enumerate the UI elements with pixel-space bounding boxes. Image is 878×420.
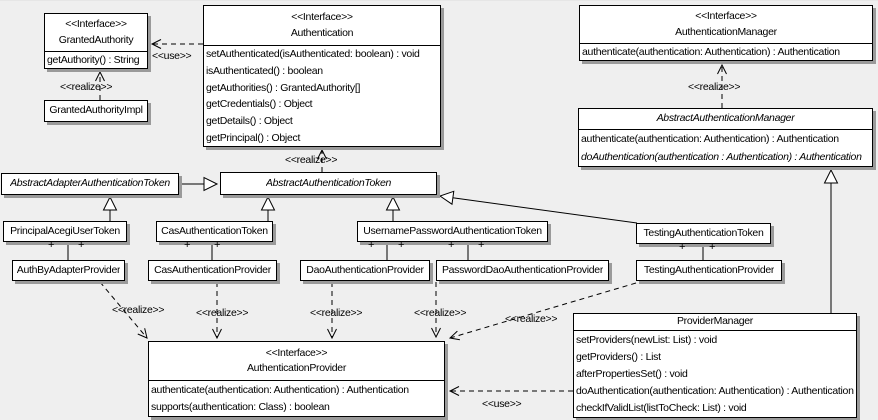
- class-authentication[interactable]: <<Interface>> Authentication setAuthenti…: [203, 5, 441, 147]
- class-cas-authentication-token[interactable]: CasAuthenticationToken: [156, 221, 273, 242]
- edge-generalization-testing-token: [438, 190, 638, 224]
- method: authenticate(authentication: Authenticat…: [151, 383, 409, 396]
- realize-label: <<realize>>: [196, 307, 249, 319]
- stereotype-label: <<Interface>>: [65, 18, 127, 31]
- class-abstract-authentication-token[interactable]: AbstractAuthenticationToken: [220, 172, 437, 195]
- class-name: GrantedAuthorityImpl: [49, 104, 143, 117]
- class-name: TestingAuthenticationProvider: [643, 263, 775, 276]
- class-name: Authentication: [290, 26, 354, 39]
- class-authentication-provider[interactable]: <<Interface>> AuthenticationProvider aut…: [148, 341, 445, 417]
- method: afterPropertiesSet() : void: [576, 367, 688, 380]
- realize-label: <<realize>>: [285, 154, 338, 166]
- class-name: DaoAuthenticationProvider: [306, 263, 424, 276]
- class-name: UsernamePasswordAuthenticationToken: [363, 224, 542, 237]
- class-authentication-manager[interactable]: <<Interface>> AuthenticationManager auth…: [579, 5, 873, 61]
- association-plus-mark: +: [478, 239, 485, 251]
- method: getPrincipal() : Object: [206, 131, 301, 144]
- method: setProviders(newList: List) : void: [576, 333, 717, 346]
- class-name: TestingAuthenticationToken: [643, 226, 764, 239]
- realize-label: <<realize>>: [505, 313, 558, 325]
- association-plus-mark: +: [184, 239, 191, 251]
- association-plus-mark: +: [448, 239, 455, 251]
- class-name: ProviderManager: [676, 315, 754, 328]
- method: checkIfValidList(listToCheck: List) : vo…: [576, 402, 747, 415]
- class-principal-acegi-user-token[interactable]: PrincipalAcegiUserToken: [3, 221, 127, 242]
- method: getCredentials() : Object: [206, 98, 313, 111]
- association-plus-mark: +: [679, 241, 686, 253]
- method: doAuthentication(authentication : Authen…: [581, 151, 862, 163]
- class-dao-authentication-provider[interactable]: DaoAuthenticationProvider: [300, 260, 430, 281]
- method: doAuthentication(authentication: Authent…: [576, 385, 854, 398]
- class-granted-authority[interactable]: <<Interface>> GrantedAuthority getAuthor…: [44, 13, 148, 69]
- class-name: AbstractAuthenticationToken: [265, 176, 392, 189]
- class-name: AbstractAuthenticationManager: [656, 112, 795, 125]
- class-name: PasswordDaoAuthenticationProvider: [441, 263, 604, 276]
- method: getProviders() : List: [576, 350, 661, 363]
- realize-label: <<realize>>: [112, 304, 165, 316]
- class-name: AuthenticationProvider: [246, 362, 347, 374]
- use-label: <<use>>: [152, 50, 192, 62]
- class-cas-authentication-provider[interactable]: CasAuthenticationProvider: [148, 260, 277, 281]
- association-plus-mark: +: [48, 239, 55, 251]
- association-plus-mark: +: [709, 241, 716, 253]
- realize-label: <<realize>>: [310, 307, 363, 319]
- class-name: CasAuthenticationProvider: [154, 263, 271, 276]
- class-abstract-adapter-authentication-token[interactable]: AbstractAdapterAuthenticationToken: [1, 173, 179, 195]
- class-auth-by-adapter-provider[interactable]: AuthByAdapterProvider: [12, 260, 125, 281]
- association-plus-mark: +: [398, 239, 405, 251]
- class-name: AbstractAdapterAuthenticationToken: [10, 177, 170, 190]
- class-name: AuthenticationManager: [675, 25, 777, 38]
- method: supports(authentication: Class) : boolea…: [151, 401, 330, 414]
- edge-realize-auth-by-adapter-provider: [99, 281, 148, 339]
- stereotype-label: <<Interface>>: [291, 11, 353, 24]
- use-label: <<use>>: [482, 398, 522, 410]
- method: authenticate(authentication: Authenticat…: [581, 133, 839, 145]
- class-testing-authentication-provider[interactable]: TestingAuthenticationProvider: [636, 260, 782, 281]
- class-name: AuthByAdapterProvider: [16, 263, 121, 276]
- stereotype-label: <<Interface>>: [695, 10, 757, 23]
- stereotype-label: <<Interface>>: [265, 346, 328, 359]
- method: getAuthority() : String: [47, 54, 140, 66]
- class-provider-manager[interactable]: ProviderManager setProviders(newList: Li…: [573, 313, 857, 418]
- realize-label: <<realize>>: [688, 81, 741, 93]
- class-testing-authentication-token[interactable]: TestingAuthenticationToken: [636, 223, 771, 244]
- class-granted-authority-impl[interactable]: GrantedAuthorityImpl: [44, 100, 148, 122]
- association-plus-mark: +: [78, 239, 85, 251]
- class-abstract-authentication-manager[interactable]: AbstractAuthenticationManager authentica…: [578, 108, 873, 167]
- association-plus-mark: +: [214, 239, 221, 251]
- class-name: GrantedAuthority: [58, 33, 134, 46]
- class-name: PrincipalAcegiUserToken: [10, 224, 120, 237]
- class-name: CasAuthenticationToken: [161, 224, 268, 237]
- method: isAuthenticated() : boolean: [206, 64, 323, 77]
- class-password-dao-authentication-provider[interactable]: PasswordDaoAuthenticationProvider: [436, 260, 609, 281]
- association-plus-mark: +: [368, 239, 375, 251]
- method: setAuthenticated(isAuthenticated: boolea…: [206, 48, 420, 61]
- realize-label: <<realize>>: [60, 81, 113, 93]
- method: authenticate(authentication: Authenticat…: [582, 46, 840, 58]
- method: getDetails() : Object: [206, 114, 293, 127]
- realize-label: <<realize>>: [414, 307, 467, 319]
- class-username-password-authentication-token[interactable]: UsernamePasswordAuthenticationToken: [357, 221, 548, 242]
- method: getAuthorities() : GrantedAuthority[]: [206, 81, 361, 94]
